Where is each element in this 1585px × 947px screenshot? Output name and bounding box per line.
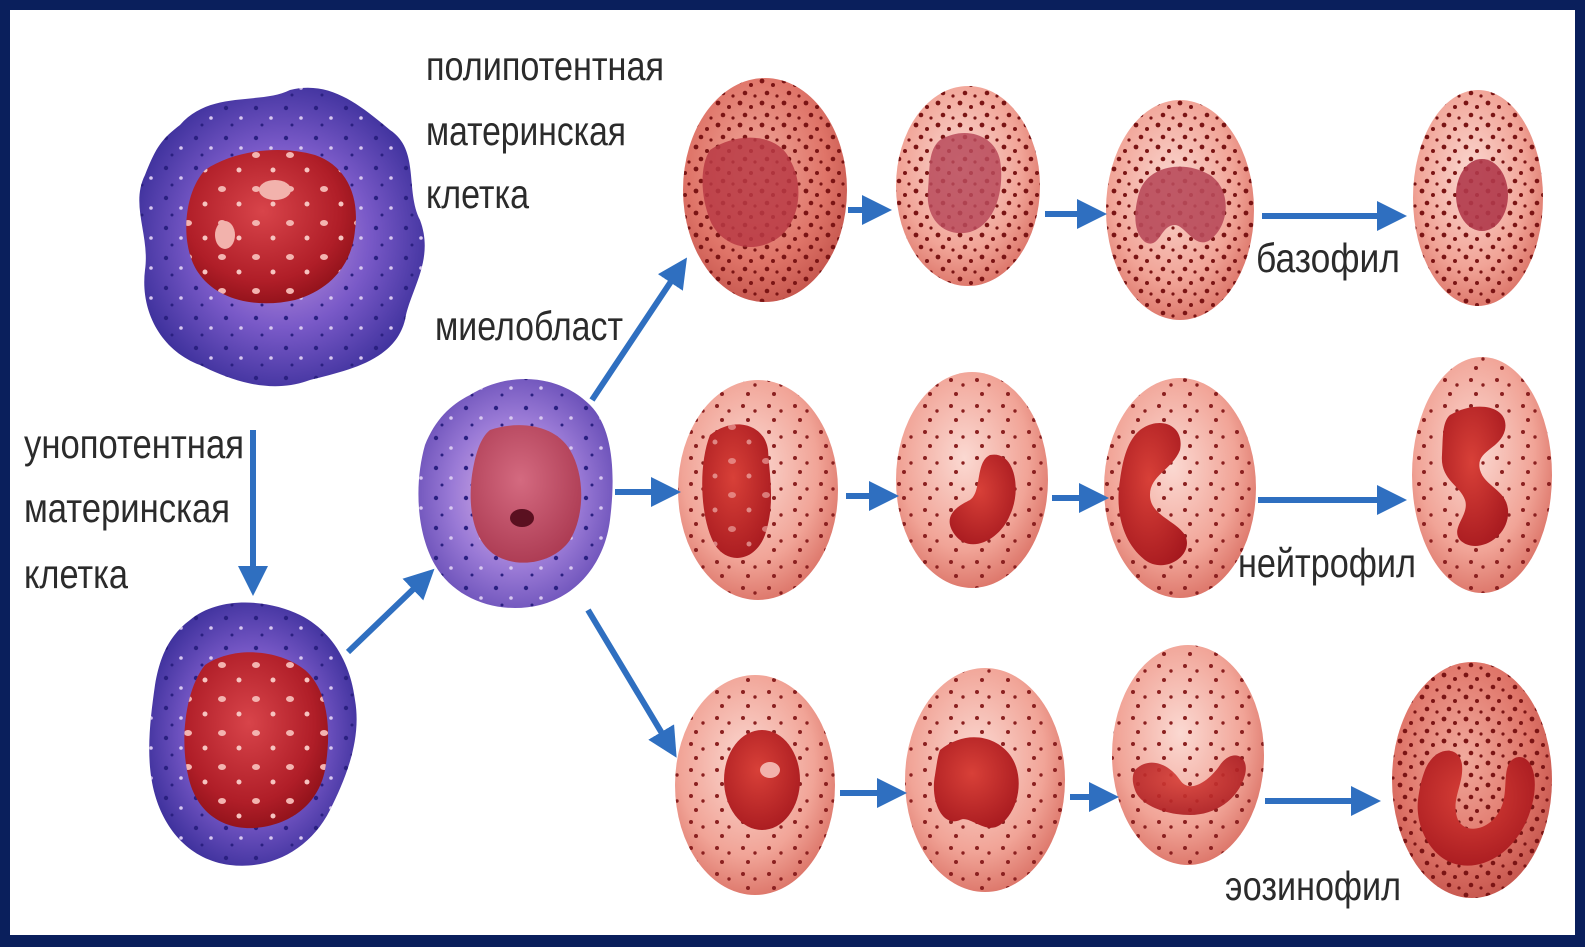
basophil-row [683,78,1543,320]
neutrophil-stage-3 [1104,378,1256,598]
myeloblast-cell [418,379,612,608]
neutrophil-row [678,357,1552,600]
label-neutrophil: нейтрофил [1238,540,1416,586]
eosinophil-stage-2 [905,668,1065,892]
label-unipotent-3: клетка [24,551,128,597]
arrow-to-myeloblast [348,575,428,652]
basophil-stage-1 [683,78,847,302]
myelopoiesis-diagram: полипотентная материнская клетка миелобл… [10,10,1575,935]
neutrophil-stage-2 [896,372,1048,588]
eosinophil-stage-1 [675,675,835,895]
diagram-panel: полипотентная материнская клетка миелобл… [10,10,1575,935]
eosinophil-row [675,645,1552,898]
arrow-myeloblast-to-eosinophil [588,610,672,750]
basophil-mature [1413,90,1543,306]
neutrophil-stage-1 [678,380,838,600]
basophil-stage-2 [896,86,1040,286]
eosinophil-stage-3 [1112,645,1264,865]
label-polipotent-3: клетка [426,171,529,217]
basophil-stage-3 [1106,100,1254,320]
label-basophil: базофил [1256,235,1400,281]
label-polipotent-1: полипотентная [426,43,664,89]
label-myeloblast: миелобласт [435,303,623,349]
unipotent-stem-cell [149,603,356,866]
label-unipotent-2: материнская [24,485,230,531]
polipotent-stem-cell [139,88,424,386]
label-polipotent-2: материнская [426,108,626,154]
label-unipotent-1: унопотентная [24,421,244,467]
neutrophil-mature [1412,357,1552,593]
label-eosinophil: эозинофил [1225,863,1401,909]
eosinophil-mature [1392,662,1552,898]
